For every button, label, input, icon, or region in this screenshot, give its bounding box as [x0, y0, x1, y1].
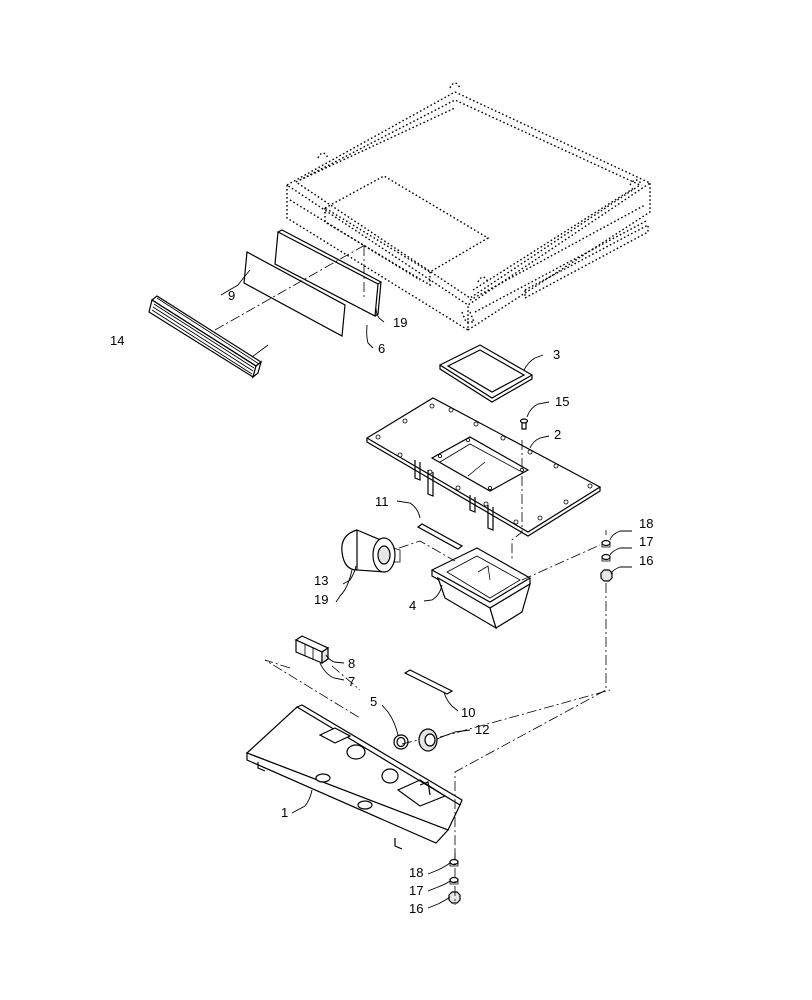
control-knob: [418, 728, 438, 752]
blower-housing: [430, 547, 532, 630]
control-panel: [245, 704, 463, 850]
seal-strip-lower: [403, 669, 454, 695]
callout-18-lower: 18: [409, 865, 423, 880]
callout-15: 15: [555, 394, 569, 409]
callout-16-lower: 16: [409, 901, 423, 916]
resistor: [294, 635, 330, 665]
callout-5: 5: [370, 694, 377, 709]
callout-8: 8: [348, 656, 355, 671]
callout-11: 11: [375, 494, 389, 509]
callout-19-lower: 19: [314, 592, 328, 607]
callout-9: 9: [228, 288, 235, 303]
hardware-stack-lower: [448, 858, 461, 904]
retaining-ring: [393, 734, 409, 750]
nut-upper: [600, 569, 613, 582]
lock-washer-upper: [601, 553, 611, 562]
callout-4: 4: [409, 598, 416, 613]
front-louvre-grille: [148, 295, 263, 379]
blower-wheel: [341, 529, 401, 573]
mounting-plate: [365, 397, 602, 537]
callout-17-lower: 17: [409, 883, 423, 898]
callout-7: 7: [348, 674, 355, 689]
callout-12: 12: [475, 722, 489, 737]
callout-1: 1: [281, 805, 288, 820]
assembly-centerlines: [264, 246, 611, 905]
washer-lower: [449, 858, 459, 867]
callout-labels: 9 14 19 6 3 15 2 11 18 17 16 13 19 4 8 7…: [110, 288, 653, 916]
callout-13: 13: [314, 573, 328, 588]
seal-strip-upper: [416, 523, 464, 550]
filter-screen: [243, 251, 346, 337]
nut-lower: [448, 891, 461, 904]
leader-lines: [220, 269, 632, 909]
filter-element: [274, 229, 383, 317]
callout-19: 19: [393, 315, 407, 330]
callout-16-upper: 16: [639, 553, 653, 568]
callout-10: 10: [461, 705, 475, 720]
washer-upper: [601, 539, 611, 548]
callout-3: 3: [553, 347, 560, 362]
callout-14: 14: [110, 333, 124, 348]
callout-2: 2: [554, 427, 561, 442]
hardware-stack-upper: [600, 539, 613, 582]
screw: [519, 418, 529, 430]
callout-17-upper: 17: [639, 534, 653, 549]
cab-roof-phantom: [285, 82, 652, 332]
callout-6: 6: [378, 341, 385, 356]
gasket: [438, 344, 534, 403]
callout-18-upper: 18: [639, 516, 653, 531]
lock-washer-lower: [449, 876, 459, 885]
